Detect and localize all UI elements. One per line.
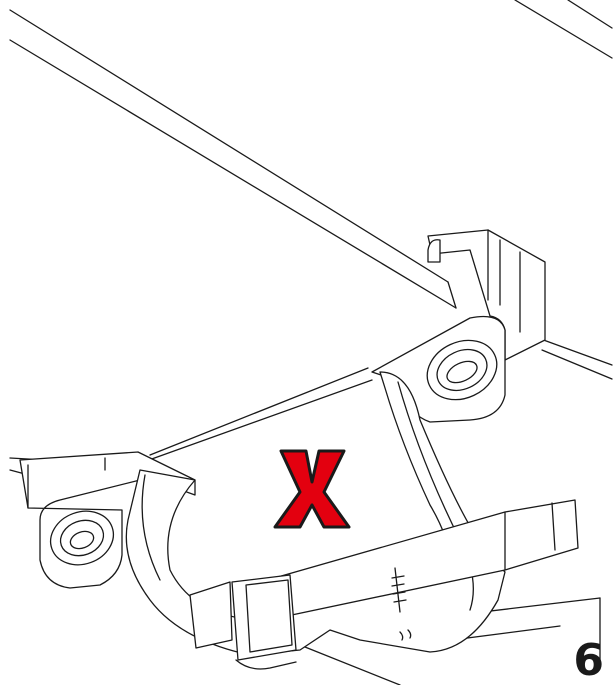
upper-panel xyxy=(9,0,613,380)
mounting-bracket-icon xyxy=(19,451,196,589)
prohibited-mark-icon xyxy=(273,449,351,529)
strap-buckle-icon xyxy=(189,574,297,670)
step-number: 6 xyxy=(573,635,604,686)
strap xyxy=(125,371,579,656)
